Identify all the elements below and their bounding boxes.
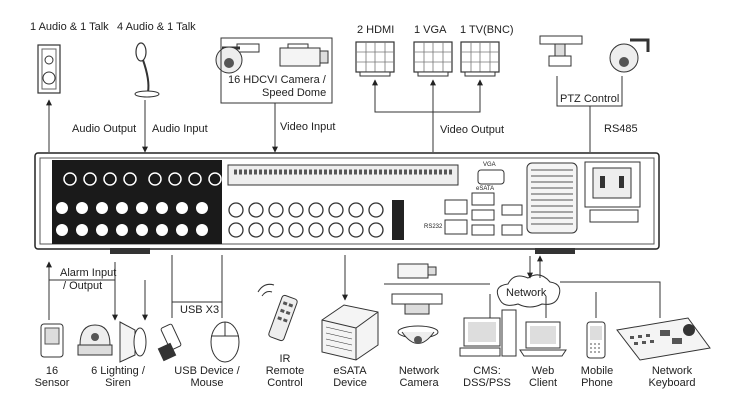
esata-device-icon <box>321 304 379 361</box>
ptz-camera-icon <box>539 35 583 67</box>
ir-label-3: Control <box>267 377 303 389</box>
network-camera-label-2: Camera <box>399 377 439 389</box>
rs232-port-label: RS232 <box>424 224 443 230</box>
monitor-icon <box>355 41 395 77</box>
lighting-label-2: Siren <box>105 377 131 389</box>
cms-label-2: DSS/PSS <box>463 377 511 389</box>
esata-device-label-1: eSATA <box>333 365 367 377</box>
audio-talk-4-label: 4 Audio & 1 Talk <box>117 21 196 33</box>
ir-label-1: IR <box>279 353 291 365</box>
dome-camera-icon <box>397 325 439 344</box>
ptz-control-label: PTZ Control <box>560 93 620 105</box>
web-client-label-2: Client <box>528 377 558 389</box>
sensor-label-1: 16 <box>45 365 59 377</box>
monitor-icon <box>460 41 500 77</box>
lighting-icon <box>119 321 147 363</box>
video-input-label: Video Input <box>280 121 336 133</box>
monitor-icon <box>413 41 453 77</box>
network-keyboard-label-1: Network <box>651 365 693 377</box>
audio-output-label: Audio Output <box>72 123 137 135</box>
audio-talk-1-label: 1 Audio & 1 Talk <box>30 21 109 33</box>
hdcvi-camera-label-1: 16 HDCVI Camera / <box>228 74 326 86</box>
remote-control-icon <box>257 283 298 342</box>
speed-dome-icon <box>215 43 260 74</box>
cms-label-1: CMS: <box>473 365 501 377</box>
desktop-pc-icon <box>459 309 517 357</box>
camera-group-box <box>220 37 333 104</box>
alarm-label-1: Alarm Input <box>60 267 117 279</box>
usb-x3-label: USB X3 <box>180 304 220 316</box>
speaker-icon <box>37 44 61 94</box>
tv-bnc-label: 1 TV(BNC) <box>460 24 514 36</box>
speed-dome-icon <box>609 38 650 73</box>
box-camera-icon <box>279 43 329 67</box>
esata-port-label: eSATA <box>476 186 495 192</box>
web-client-label-1: Web <box>531 365 555 377</box>
network-cloud-icon <box>496 274 561 308</box>
sensor-icon <box>40 323 64 358</box>
lighting-label-1: 6 Lighting / <box>91 365 145 377</box>
usb-device-label-2: Mouse <box>190 377 224 389</box>
siren-icon <box>77 324 113 356</box>
ir-label-2: Remote <box>265 365 305 377</box>
vga-port-label: VGA <box>483 162 496 168</box>
alarm-label-2: / Output <box>63 280 103 292</box>
network-camera-label-1: Network <box>398 365 440 377</box>
mobile-phone-label-2: Phone <box>581 377 613 389</box>
ptz-camera-icon <box>391 293 443 315</box>
network-keyboard-icon <box>616 317 711 361</box>
sensor-label-2: Sensor <box>34 377 70 389</box>
esata-device-label-2: Device <box>333 377 367 389</box>
usb-device-label-1: USB Device / <box>174 365 240 377</box>
dvr-rear-panel <box>34 152 660 254</box>
usb-stick-icon <box>157 323 182 362</box>
mobile-phone-label-1: Mobile <box>580 365 614 377</box>
network-label: Network <box>506 287 547 299</box>
network-keyboard-label-2: Keyboard <box>648 377 696 389</box>
hdcvi-camera-label-2: Speed Dome <box>262 87 327 99</box>
vga-label: 1 VGA <box>414 24 447 36</box>
laptop-icon <box>519 321 567 357</box>
mobile-phone-icon <box>586 321 606 359</box>
network-camera-icon <box>397 263 437 279</box>
hdmi-label: 2 HDMI <box>357 24 395 36</box>
rs485-label: RS485 <box>604 123 638 135</box>
microphone-icon <box>134 42 160 98</box>
video-output-label: Video Output <box>440 124 505 136</box>
audio-input-label: Audio Input <box>152 123 208 135</box>
mouse-icon <box>210 321 240 363</box>
